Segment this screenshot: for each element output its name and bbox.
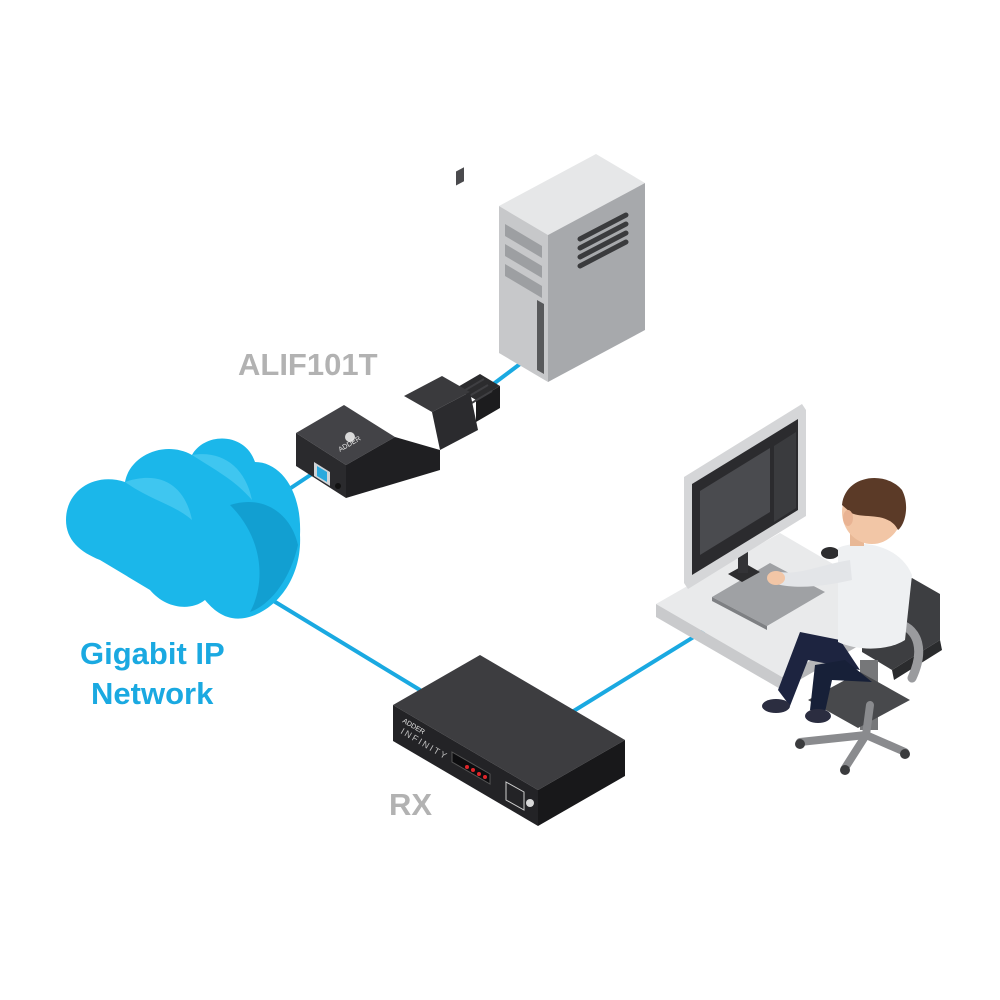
person xyxy=(762,478,912,723)
cable-pc-to-transmitter xyxy=(490,362,522,387)
receiver-box-icon: ADDER INFINITY xyxy=(393,655,625,826)
usb-dongle-icon: ADDER xyxy=(296,167,500,498)
cloud-icon xyxy=(66,438,301,619)
cable-receiver-to-desk xyxy=(570,628,707,714)
network-label-line1: Gigabit IP xyxy=(80,636,225,671)
user-at-desk-icon xyxy=(656,404,942,775)
receiver-label: RX xyxy=(389,787,432,822)
tower-pc-icon xyxy=(499,154,645,382)
transmitter-label: ALIF101T xyxy=(238,347,378,382)
network-label-line2: Network xyxy=(91,676,214,711)
cable-cloud-to-receiver xyxy=(270,598,422,692)
